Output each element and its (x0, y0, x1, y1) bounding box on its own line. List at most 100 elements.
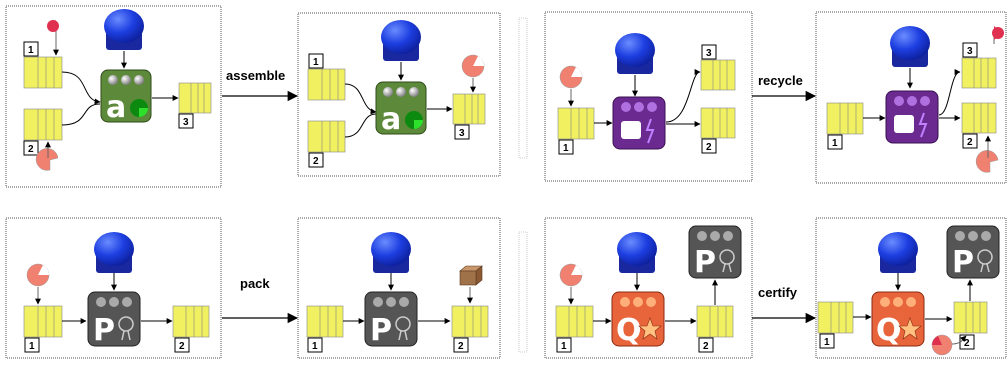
svg-text:1: 1 (28, 45, 34, 56)
svg-text:1: 1 (563, 143, 569, 154)
svg-text:3: 3 (706, 48, 712, 59)
queue (451, 305, 489, 338)
certify-transition: certify (752, 285, 817, 324)
queue-label: 3 (178, 113, 194, 129)
queue-label: 2 (962, 133, 978, 149)
recycler-machine (885, 90, 939, 144)
assembler-machine: a (100, 69, 152, 125)
flag-icon (47, 20, 59, 42)
svg-text:1: 1 (561, 341, 567, 352)
svg-text:1: 1 (313, 57, 319, 68)
queue-label: 3 (454, 124, 470, 140)
packer-machine: P (946, 225, 1000, 280)
recycle-transition: recycle (752, 73, 817, 102)
assemble-transition: assemble (222, 68, 299, 102)
queue (953, 301, 988, 334)
pack-transition: pack (222, 276, 299, 324)
queue (23, 305, 63, 338)
operator (878, 232, 918, 273)
svg-text:3: 3 (459, 128, 465, 139)
queue (307, 120, 346, 153)
packer-machine: P (688, 225, 742, 280)
part-icon (931, 334, 953, 356)
queue (23, 56, 63, 89)
box-icon (459, 265, 483, 286)
queue-label: 1 (819, 333, 835, 349)
queue (696, 305, 734, 338)
part-icon (975, 150, 999, 173)
queue (961, 102, 997, 134)
queue-label: 3 (962, 42, 978, 58)
queue (817, 301, 854, 334)
queue-label: 1 (24, 337, 40, 353)
queue (826, 102, 864, 135)
svg-text:a: a (381, 102, 401, 137)
operator (615, 33, 655, 74)
svg-text:Q: Q (876, 313, 902, 348)
frame-pack-before (5, 217, 222, 359)
svg-text:1: 1 (29, 341, 35, 352)
operator (381, 20, 421, 61)
svg-text:2: 2 (458, 341, 464, 352)
operator (617, 232, 657, 273)
svg-text:2: 2 (313, 156, 319, 167)
svg-text:P: P (694, 245, 716, 280)
svg-text:3: 3 (183, 117, 189, 128)
assemble-label: assemble (226, 68, 285, 83)
queue-label: 1 (307, 337, 323, 353)
queue-label: 2 (453, 337, 469, 353)
queue (700, 107, 736, 139)
frame-certify-before (544, 217, 753, 359)
queue-label: 1 (308, 53, 324, 69)
operator (104, 9, 144, 50)
queue (306, 305, 344, 338)
part-icon (559, 263, 583, 287)
certify-label: certify (758, 285, 798, 300)
queue-label: 2 (23, 140, 39, 156)
part-icon (26, 263, 50, 287)
queue-label: 2 (698, 337, 714, 353)
queue (700, 59, 736, 91)
part-icon (559, 65, 583, 89)
separator-bottom (518, 231, 528, 353)
flag-icon (992, 26, 1004, 44)
svg-text:2: 2 (703, 341, 709, 352)
queue (961, 57, 997, 89)
packer-machine: P (87, 291, 141, 348)
svg-text:3: 3 (967, 46, 973, 57)
svg-text:P: P (370, 313, 392, 348)
queue-label: 2 (308, 152, 324, 168)
queue (557, 107, 595, 140)
svg-text:2: 2 (179, 341, 185, 352)
svg-text:1: 1 (832, 138, 838, 149)
svg-text:a: a (106, 90, 126, 125)
queue (178, 82, 212, 114)
queue-label: 2 (959, 334, 975, 350)
certifier-machine: Q (871, 291, 925, 348)
svg-text:2: 2 (706, 142, 712, 153)
svg-text:2: 2 (964, 338, 970, 349)
queue-label: 1 (558, 139, 574, 155)
queue-label: 1 (827, 134, 843, 150)
pack-label: pack (240, 276, 270, 291)
svg-text:1: 1 (312, 341, 318, 352)
queue (172, 305, 210, 338)
operator (371, 232, 411, 273)
svg-text:P: P (93, 313, 115, 348)
operator (890, 26, 930, 67)
frame-pack-after (297, 217, 501, 359)
part-icon (461, 54, 485, 78)
queue (452, 93, 486, 125)
packer-machine: P (364, 291, 418, 348)
queue-label: 3 (701, 44, 717, 60)
separator-top (518, 17, 528, 159)
operator (94, 232, 134, 273)
svg-text:1: 1 (824, 337, 830, 348)
svg-text:Q: Q (616, 313, 642, 348)
recycler-machine (612, 96, 666, 150)
svg-text:2: 2 (967, 137, 973, 148)
svg-text:2: 2 (28, 144, 34, 155)
queue (307, 68, 346, 101)
part-icon (35, 148, 59, 171)
